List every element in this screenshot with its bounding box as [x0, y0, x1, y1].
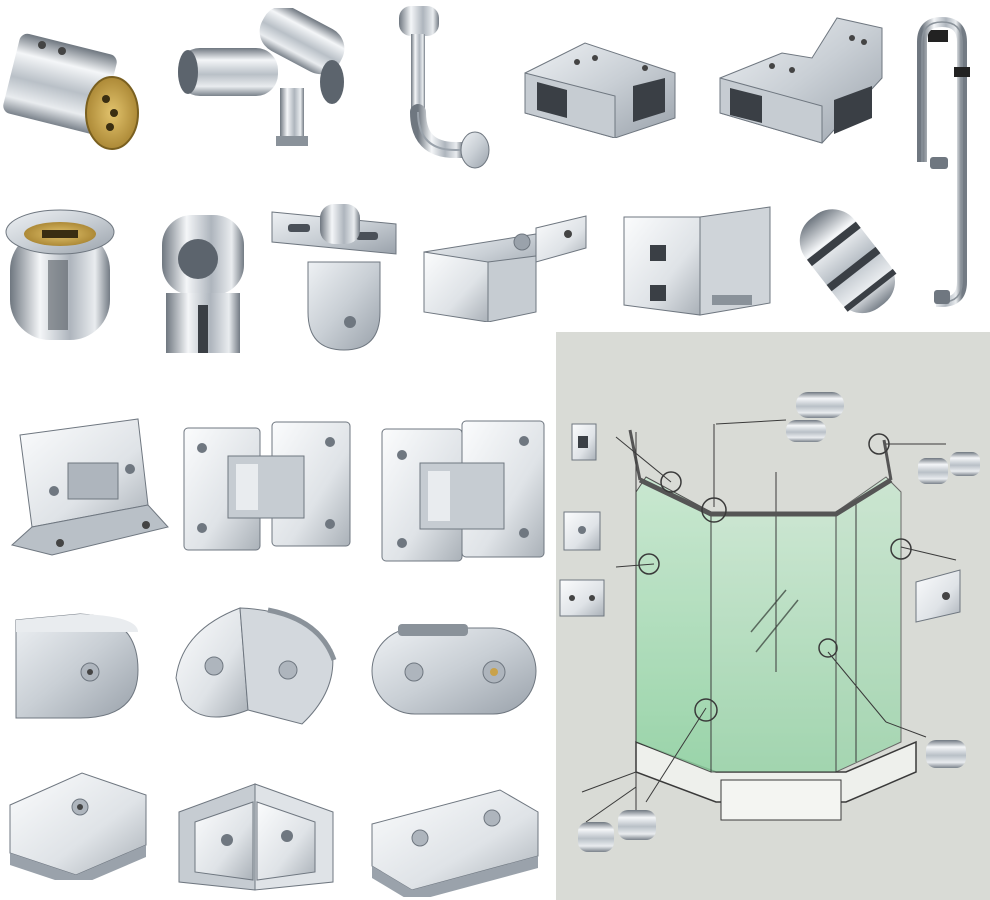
glass-to-wall-hinge-bracket: [418, 212, 598, 322]
round-tube-connector: [0, 15, 150, 155]
square-tube-tee: [712, 8, 892, 148]
90-degree-tube-elbow: [172, 8, 352, 158]
round-knob-handle: [788, 196, 903, 326]
90-degree-square-clamp: [175, 772, 340, 897]
rounded-glass-clamp: [10, 600, 145, 725]
shower-enclosure-assembly-diagram: [556, 332, 990, 900]
90-degree-glass-hinge: [378, 415, 553, 570]
90-degree-rounded-clamp: [172, 600, 342, 735]
rectangular-glass-clamp: [368, 782, 543, 897]
square-tube-elbow: [515, 18, 690, 138]
wall-support-arm: [385, 0, 495, 175]
135-degree-glass-clamp: [620, 205, 780, 330]
pull-handle: [900, 12, 980, 307]
180-degree-glass-hinge: [180, 418, 355, 553]
tube-glass-clamp: [150, 205, 260, 360]
wall-mount-shower-hinge: [8, 415, 178, 565]
wall-bracket-clamp: [268, 202, 418, 357]
oval-glass-clamp: [368, 618, 543, 718]
round-wall-flange: [0, 200, 125, 350]
square-glass-clamp: [6, 765, 156, 880]
